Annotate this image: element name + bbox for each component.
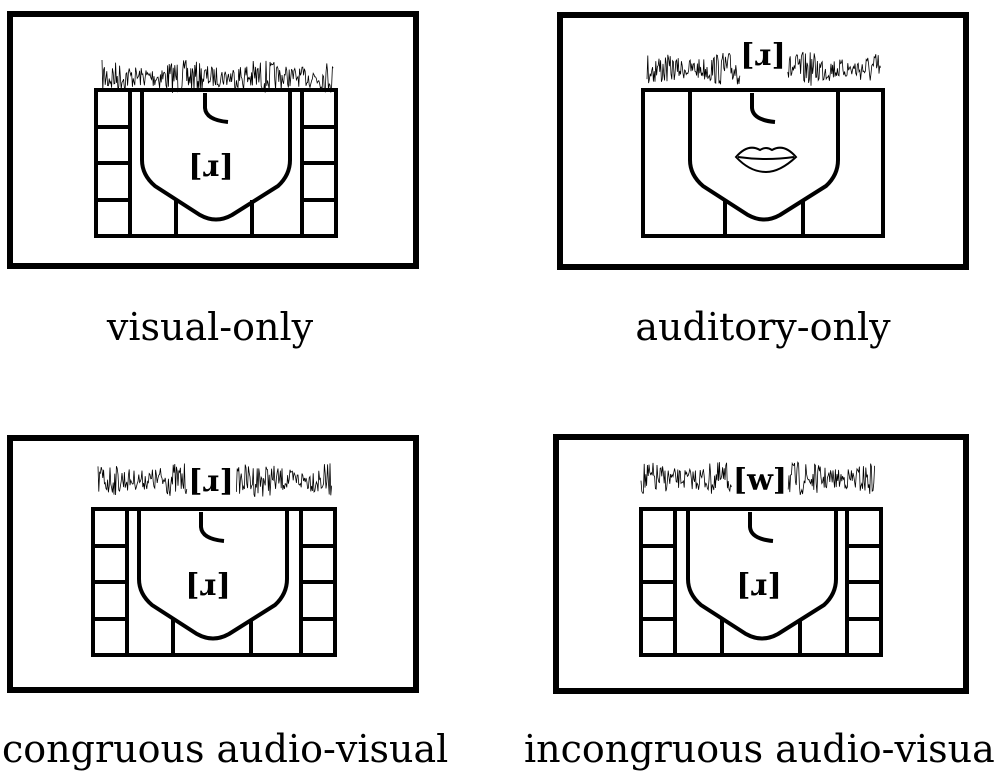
film-strip-right [845, 509, 881, 655]
film-strip-left [93, 509, 129, 655]
waveform-trace [640, 461, 875, 496]
lips-icon [734, 146, 798, 174]
visual-phoneme-label: [ɹ] [185, 568, 231, 603]
video-frame [641, 88, 885, 238]
film-strip-left [641, 509, 677, 655]
face-icon [686, 509, 838, 655]
audio-waveform-icon [97, 463, 332, 498]
waveform-trace [101, 59, 334, 94]
face-icon [688, 90, 840, 236]
screen-frame [557, 12, 969, 270]
audio-waveform-icon [640, 461, 875, 496]
face-icon [137, 509, 289, 655]
visual-phoneme-label: [ɹ] [736, 568, 782, 603]
audio-phoneme-label: [ɹ] [188, 464, 234, 499]
audio-waveform-icon [646, 51, 881, 86]
waveform-trace [646, 51, 881, 86]
audio-phoneme-label: [ɹ] [740, 38, 786, 73]
film-strip-left [96, 90, 132, 236]
audio-waveform-icon [101, 59, 334, 94]
screen-frame [7, 435, 419, 693]
caption-auditory-only: auditory-only [635, 305, 891, 349]
film-strip-right [300, 90, 336, 236]
caption-congruous: congruous audio-visual [2, 727, 449, 771]
screen-frame [553, 434, 969, 694]
caption-incongruous: incongruous audio-visual [524, 727, 994, 771]
caption-visual-only: visual-only [106, 305, 314, 349]
film-strip-right [299, 509, 335, 655]
screen-frame [7, 11, 419, 269]
visual-phoneme-label: [ɹ] [188, 149, 234, 184]
face-icon [140, 90, 292, 236]
audio-phoneme-label: [w] [733, 463, 787, 498]
waveform-trace [97, 463, 332, 498]
